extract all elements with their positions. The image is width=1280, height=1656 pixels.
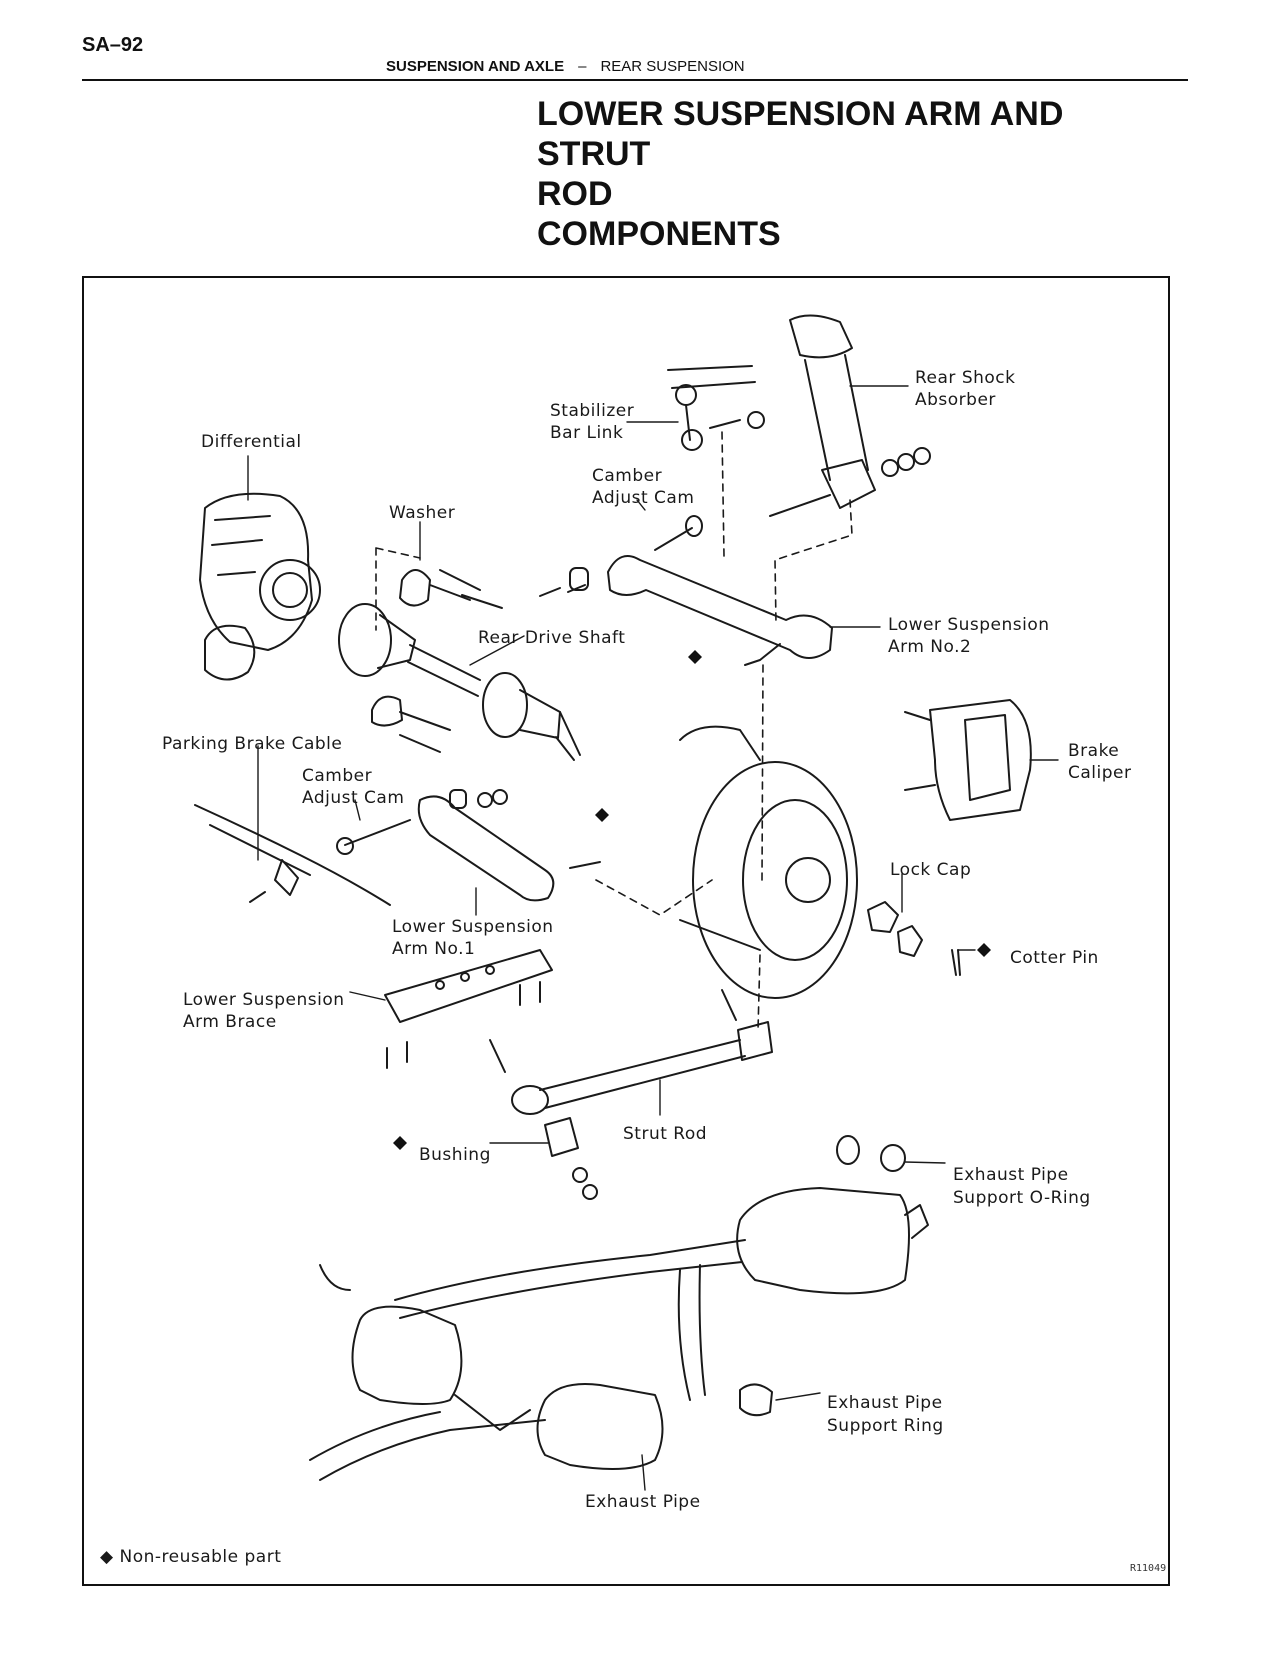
- figure-frame: [82, 276, 1170, 1586]
- label-camber-adjust-cam-top-2: Adjust Cam: [592, 488, 695, 508]
- exhaust-system-part: [309, 1187, 929, 1481]
- parking-brake-cable-part: [194, 804, 391, 906]
- lower-suspension-arm-1-part: [336, 789, 601, 902]
- figure-id: R11049: [1130, 1563, 1167, 1574]
- label-exhaust-support-o-ring-2: Support O-Ring: [953, 1188, 1091, 1208]
- cotter-pin-part: [951, 949, 961, 976]
- exhaust-o-rings-part: [836, 1135, 906, 1172]
- running-header: SUSPENSION AND AXLE–REAR SUSPENSION: [386, 58, 745, 75]
- section-title: SUSPENSION AND AXLE: [386, 58, 565, 75]
- label-brake-caliper-1: Brake: [1068, 741, 1120, 761]
- rear-shock-absorber-part: [769, 314, 931, 517]
- brake-caliper-part: [904, 699, 1032, 821]
- washer-bolts: [371, 569, 503, 753]
- label-rear-shock-absorber-1: Rear Shock: [915, 368, 1016, 388]
- stabilizer-bar-link-part: [667, 365, 765, 451]
- label-differential: Differential: [201, 432, 302, 452]
- non-reusable-diamond-icon: ◆: [100, 1547, 114, 1567]
- subsection-title: REAR SUSPENSION: [600, 58, 745, 75]
- lower-suspension-arm-2-part: [539, 555, 833, 666]
- label-stabilizer-bar-link-1: Stabilizer: [550, 401, 635, 421]
- label-lower-suspension-arm-2-1: Lower Suspension: [888, 615, 1050, 635]
- label-strut-rod: Strut Rod: [623, 1124, 708, 1144]
- non-reusable-markers: [393, 650, 991, 1150]
- label-brake-caliper-2: Caliper: [1068, 763, 1132, 783]
- label-cotter-pin: Cotter Pin: [1010, 948, 1099, 968]
- legend-text: Non-reusable part: [119, 1547, 282, 1567]
- label-bushing: Bushing: [419, 1145, 491, 1165]
- exhaust-support-ring-part: [739, 1383, 773, 1417]
- title-line-3: COMPONENTS: [537, 215, 781, 253]
- header-rule: [82, 79, 1188, 81]
- arm-brace-part: [384, 949, 553, 1069]
- label-exhaust-support-ring-1: Exhaust Pipe: [827, 1393, 943, 1413]
- label-arm-brace-1: Lower Suspension: [183, 990, 345, 1010]
- label-exhaust-pipe: Exhaust Pipe: [585, 1492, 701, 1512]
- label-exhaust-support-o-ring-1: Exhaust Pipe: [953, 1165, 1069, 1185]
- camber-adjust-cam-top: [654, 515, 703, 551]
- label-camber-adjust-cam-mid-1: Camber: [302, 766, 373, 786]
- label-stabilizer-bar-link-2: Bar Link: [550, 423, 624, 443]
- label-lower-suspension-arm-1-1: Lower Suspension: [392, 917, 554, 937]
- page-title: LOWER SUSPENSION ARM AND STRUT ROD COMPO…: [537, 94, 1177, 254]
- label-arm-brace-2: Arm Brace: [183, 1012, 277, 1032]
- lock-cap-part: [867, 901, 923, 957]
- bushing-part: [544, 1117, 598, 1200]
- label-camber-adjust-cam-mid-2: Adjust Cam: [302, 788, 405, 808]
- label-parking-brake-cable: Parking Brake Cable: [162, 734, 343, 754]
- differential-part: [199, 492, 321, 681]
- label-lock-cap: Lock Cap: [890, 860, 972, 880]
- title-line-1: LOWER SUSPENSION ARM AND STRUT: [537, 95, 1064, 173]
- legend: ◆ Non-reusable part: [100, 1547, 281, 1568]
- rear-drive-shaft-part: [338, 603, 581, 761]
- page-number: SA–92: [82, 34, 144, 56]
- axle-carrier-disc-part: [679, 725, 858, 999]
- label-camber-adjust-cam-top-1: Camber: [592, 466, 663, 486]
- strut-rod-part: [489, 989, 773, 1115]
- header-separator: –: [578, 58, 587, 75]
- label-rear-drive-shaft: Rear Drive Shaft: [478, 628, 626, 648]
- title-line-2: ROD: [537, 175, 613, 213]
- leader-lines: [247, 385, 1059, 1491]
- label-exhaust-support-ring-2: Support Ring: [827, 1416, 944, 1436]
- label-washer: Washer: [389, 503, 456, 523]
- label-lower-suspension-arm-1-2: Arm No.1: [392, 939, 476, 959]
- label-lower-suspension-arm-2-2: Arm No.2: [888, 637, 972, 657]
- label-rear-shock-absorber-2: Absorber: [915, 390, 996, 410]
- alignment-lines: [375, 431, 853, 1031]
